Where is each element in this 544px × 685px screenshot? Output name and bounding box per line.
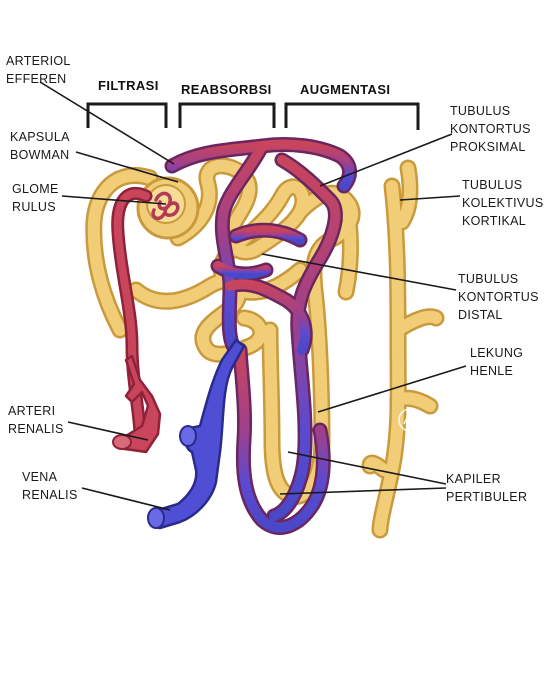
label-tubulus-kontortus-proksimal: TUBULUS KONTORTUS PROKSIMAL bbox=[450, 104, 531, 154]
label-arteri-renalis: ARTERI RENALIS bbox=[8, 404, 64, 436]
leader-tubulus-kolektivus bbox=[399, 195, 461, 201]
label-lekung-henle: LEKUNG HENLE bbox=[470, 346, 524, 378]
leader-arteriol-efferen bbox=[39, 81, 175, 165]
leader-lekung-henle bbox=[317, 365, 467, 413]
leader-vena-renalis bbox=[81, 487, 171, 511]
leader-kapiler-a bbox=[287, 451, 447, 485]
bracket-reabsorbsi bbox=[178, 102, 276, 128]
leader-kapsula-bowman bbox=[75, 151, 179, 183]
label-vena-renalis: VENA RENALIS bbox=[22, 470, 78, 502]
label-glomerulus: GLOME RULUS bbox=[12, 182, 59, 214]
header-augmentasi: AUGMENTASI bbox=[300, 82, 391, 97]
leader-kapiler-b bbox=[279, 487, 447, 495]
label-tubulus-kolektivus-kortikal: TUBULUS KOLEKTIVUS KORTIKAL bbox=[462, 178, 544, 228]
header-filtrasi: FILTRASI bbox=[98, 78, 159, 93]
glomerulus-knot bbox=[151, 191, 180, 221]
leader-tubulus-proksimal bbox=[319, 133, 453, 187]
label-arteriol-efferen: ARTERIOL EFFEREN bbox=[6, 54, 71, 86]
bracket-filtrasi bbox=[86, 102, 168, 128]
leader-glomerulus bbox=[61, 195, 167, 205]
label-kapsula-bowman: KAPSULA BOWMAN bbox=[10, 130, 70, 162]
leader-tubulus-distal bbox=[261, 253, 457, 291]
vessel-network bbox=[164, 136, 357, 535]
arteri-renalis-vessel bbox=[112, 354, 162, 454]
bracket-augmentasi bbox=[284, 102, 420, 130]
leader-arteri-renalis bbox=[67, 421, 149, 441]
vena-renalis-vessel bbox=[147, 338, 246, 530]
label-kapiler-peritubuler: KAPILER PERTIBULER bbox=[446, 472, 528, 504]
label-tubulus-kontortus-distal: TUBULUS KONTORTUS DISTAL bbox=[458, 272, 539, 322]
signature-mark bbox=[398, 408, 422, 432]
leader-lines bbox=[39, 81, 467, 511]
header-reabsorbsi: REABSORBSI bbox=[181, 82, 272, 97]
